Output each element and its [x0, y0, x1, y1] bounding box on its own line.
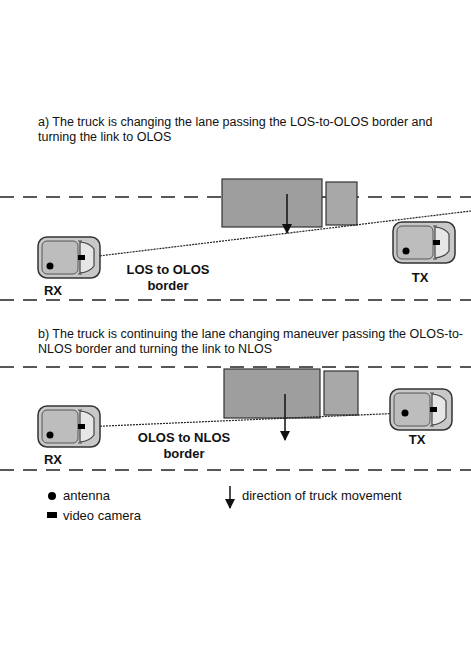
- antenna-label: RX: [38, 452, 68, 468]
- border-label: LOS to OLOS border: [120, 262, 216, 293]
- tx-car: [390, 389, 452, 430]
- road-lanes: [0, 197, 471, 470]
- panel-caption: b) The truck is continuing the lane chan…: [38, 327, 463, 357]
- panel-caption: a) The truck is changing the lane passin…: [38, 115, 463, 145]
- radio-link: [82, 413, 405, 427]
- legend-text: video camera: [63, 508, 141, 524]
- antenna-label: TX: [405, 270, 435, 286]
- legend-text: antenna: [63, 488, 110, 504]
- antenna-label: RX: [38, 283, 68, 299]
- antenna-label: TX: [402, 432, 432, 448]
- truck: [222, 179, 357, 233]
- antenna-sample: [48, 492, 56, 500]
- border-label: OLOS to NLOS border: [128, 430, 240, 461]
- legend-text: direction of truck movement: [242, 488, 402, 504]
- truck: [224, 369, 358, 440]
- rx-car: [38, 406, 100, 447]
- tx-car: [393, 222, 455, 263]
- rx-car: [38, 237, 100, 278]
- arrow-sample: [229, 486, 231, 508]
- camera-sample: [47, 512, 57, 518]
